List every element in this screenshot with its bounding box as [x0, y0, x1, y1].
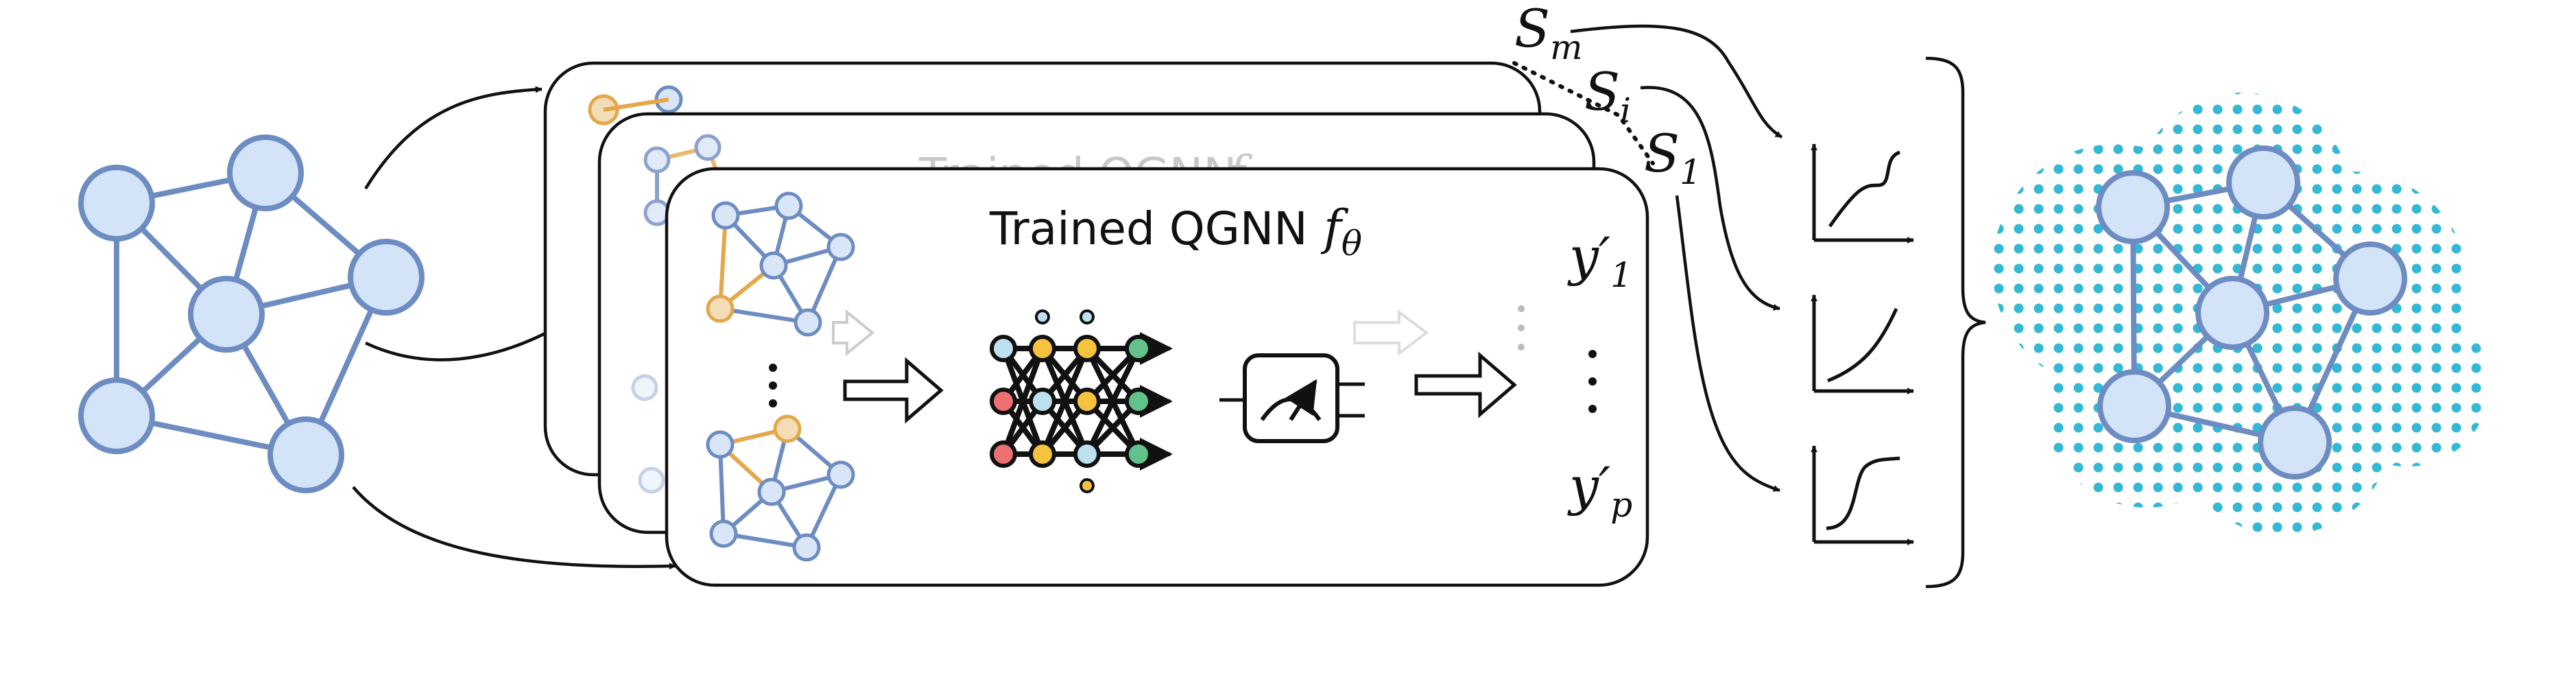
- nn-neuron: [1125, 335, 1152, 362]
- nn-neuron-partial: [1080, 309, 1095, 324]
- hollow-arrow-input: [843, 357, 944, 424]
- nn-neuron: [1029, 440, 1056, 468]
- nn-neuron-partial: [1035, 309, 1050, 324]
- mini-plot-3: [1811, 445, 1914, 545]
- sample-label-m: Sm: [1514, 0, 1583, 67]
- dotted-connector: [1512, 61, 1655, 165]
- sample-label-1: S1: [1644, 123, 1702, 192]
- sample-arrow-m: [1570, 24, 1783, 139]
- nn-neuron: [1073, 335, 1101, 362]
- input-arrow-bottom: [352, 486, 676, 570]
- nn-neuron: [1125, 388, 1152, 415]
- right-brace: [1925, 56, 1986, 589]
- card-title: Trained QGNN: [989, 202, 1308, 255]
- neural-network-icon: [990, 309, 1173, 493]
- mini-plot-1: [1811, 143, 1914, 244]
- output-first: y′1: [1567, 226, 1632, 295]
- graph-node: [188, 276, 265, 353]
- sample-label-i: Si: [1584, 61, 1631, 130]
- nn-neuron: [1029, 388, 1056, 415]
- nn-neuron: [1073, 388, 1101, 415]
- small-graph-bottom: [706, 414, 855, 562]
- sample-arrow-i: [1640, 86, 1780, 311]
- output-last: y′p: [1567, 456, 1632, 525]
- graph-node: [78, 165, 155, 241]
- small-graph-top: [706, 191, 855, 337]
- nn-neuron: [1029, 335, 1056, 362]
- vertical-ellipsis-graphs: [769, 364, 777, 407]
- graph-node: [78, 377, 155, 454]
- nn-connection: [1040, 347, 1090, 456]
- nn-neuron: [990, 388, 1017, 415]
- nn-neuron: [1125, 440, 1152, 468]
- nn-neuron: [990, 335, 1017, 362]
- nn-neuron-partial: [1080, 478, 1095, 493]
- sample-arrow-1: [1675, 195, 1780, 493]
- mini-plot-2: [1811, 294, 1914, 394]
- card-function-symbol: fθ: [1320, 200, 1362, 263]
- nn-neuron: [1073, 440, 1101, 468]
- nn-neuron: [990, 440, 1017, 468]
- nn-connection: [1001, 347, 1045, 456]
- measurement-icon: [1219, 353, 1365, 443]
- input-arrow-top: [364, 86, 542, 190]
- graph-node: [348, 239, 425, 316]
- model-card-front: Trained QGNN fθ: [665, 167, 1649, 587]
- graph-node: [227, 134, 304, 211]
- vertical-ellipsis-outputs: [1588, 350, 1597, 413]
- nn-connection: [1084, 347, 1141, 456]
- input-graph: [78, 134, 425, 493]
- graph-node: [267, 416, 344, 493]
- output-graph-with-texture: [1992, 93, 2490, 535]
- hollow-arrow-output: [1414, 351, 1517, 418]
